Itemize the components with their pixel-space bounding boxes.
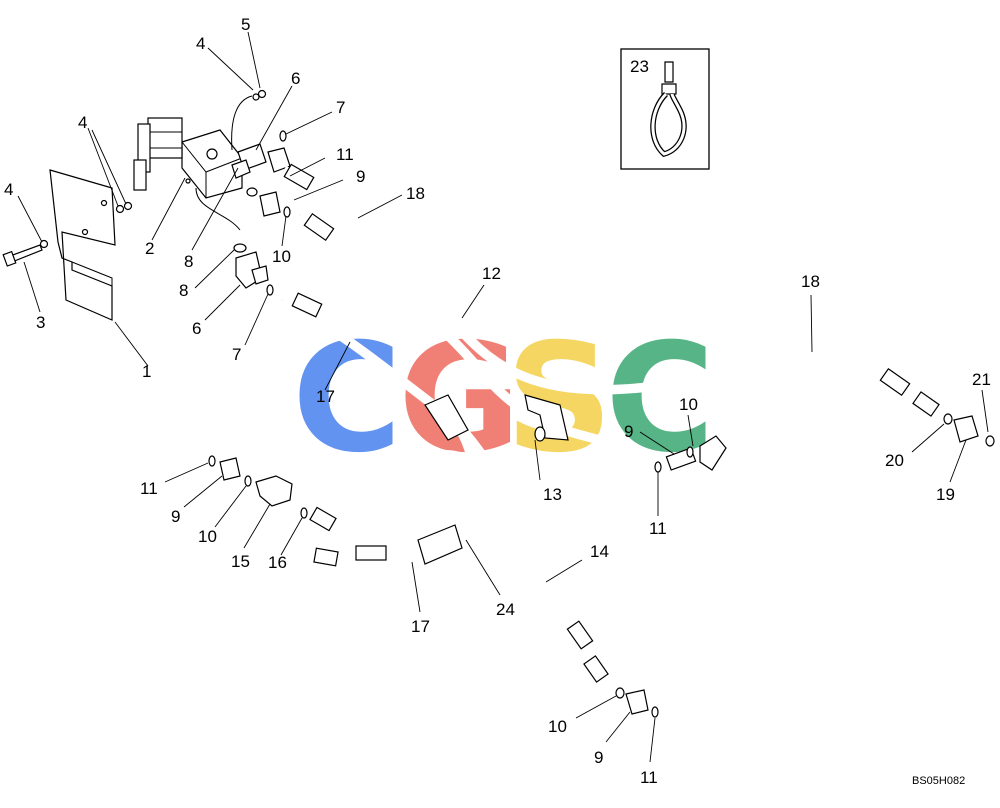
callout-label: 17 <box>316 387 335 406</box>
callout-label: 19 <box>936 485 955 504</box>
callout-label: 16 <box>268 553 287 572</box>
hose-end-fittings <box>283 163 940 683</box>
leader-lines <box>17 31 989 763</box>
callout-label: 14 <box>590 542 609 561</box>
callout-label: 1 <box>142 362 151 381</box>
callout-label: 24 <box>496 600 515 619</box>
callout-label: 11 <box>140 479 158 498</box>
mounting-bracket <box>49 169 116 321</box>
fittings-upper <box>231 130 291 296</box>
cable-tie-inset <box>620 48 710 170</box>
hose-18 <box>281 165 934 409</box>
loose-fittings <box>208 413 995 718</box>
callout-label: 11 <box>336 145 354 164</box>
callout-label: 10 <box>548 717 567 736</box>
callout-label: 11 <box>640 768 658 787</box>
callout-label: 9 <box>356 167 365 186</box>
callout-label: 6 <box>291 69 300 88</box>
callout-label: 12 <box>482 264 501 283</box>
callout-label: 23 <box>630 57 649 76</box>
callout-label: 8 <box>184 252 193 271</box>
callout-label: 8 <box>179 281 188 300</box>
callout-labels: 1234445667788999910101010111111111213141… <box>4 15 991 787</box>
callout-label: 10 <box>198 527 217 546</box>
drawing-code: BS05H082 <box>912 775 965 787</box>
callout-label: 9 <box>171 507 180 526</box>
watermark-letter-s: S <box>505 312 613 486</box>
callout-label: 5 <box>241 15 250 34</box>
callout-label: 9 <box>624 422 633 441</box>
hose-guards <box>417 394 569 565</box>
callout-label: 13 <box>543 485 562 504</box>
callout-label: 18 <box>801 272 820 291</box>
callout-label: 2 <box>145 239 154 258</box>
callout-label: 7 <box>336 98 345 117</box>
callout-label: 4 <box>4 180 13 199</box>
callout-label: 11 <box>649 519 667 538</box>
callout-label: 15 <box>231 552 250 571</box>
callout-label: 9 <box>594 748 603 767</box>
callout-label: 10 <box>679 395 698 414</box>
callout-label: 18 <box>406 184 425 203</box>
hose-12 <box>297 211 683 475</box>
callout-label: 21 <box>972 370 991 389</box>
callout-label: 20 <box>885 451 904 470</box>
callout-label: 6 <box>192 319 201 338</box>
callout-label: 7 <box>232 345 241 364</box>
valve-block <box>133 95 253 231</box>
callout-label: 4 <box>78 113 87 132</box>
callout-label: 3 <box>36 313 45 332</box>
callout-label: 4 <box>196 34 205 53</box>
bolt <box>2 244 43 267</box>
callout-label: 17 <box>411 617 430 636</box>
callout-label: 10 <box>272 247 291 266</box>
hose-14 <box>326 449 594 673</box>
